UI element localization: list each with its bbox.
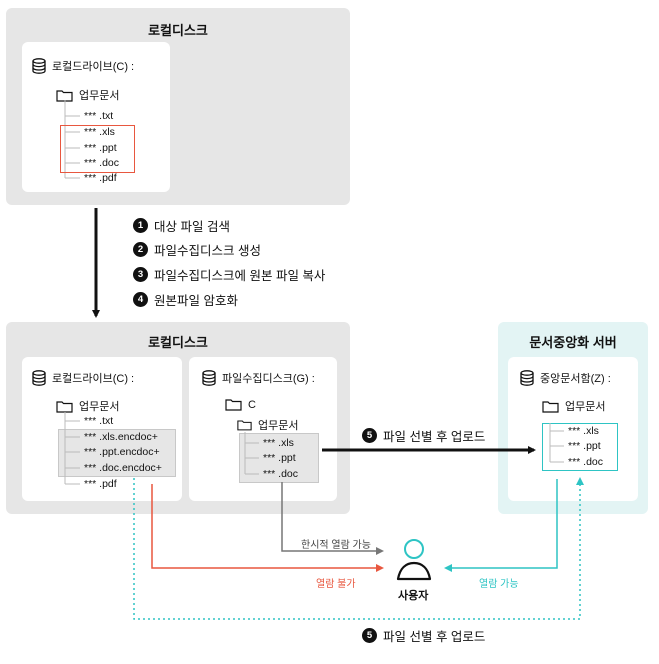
server-folder: 업무문서 bbox=[542, 398, 605, 414]
server-drive-label: 중앙문서함(Z) : bbox=[540, 373, 611, 385]
top-drive: 로컬드라이브(C) : bbox=[32, 58, 134, 74]
step-4: 4 원본파일 암호화 bbox=[133, 290, 238, 309]
server-tree-lines bbox=[549, 423, 564, 463]
upload-step-text: 파일 선별 후 업로드 bbox=[383, 430, 486, 444]
step-1: 1 대상 파일 검색 bbox=[133, 216, 230, 235]
bottom-folder-g-root-label: C bbox=[248, 398, 256, 411]
database-icon bbox=[32, 58, 46, 74]
top-panel-title: 로컬디스크 bbox=[148, 23, 208, 38]
upload-step-bottom-text: 파일 선별 후 업로드 bbox=[383, 630, 486, 644]
dotted-upload-path bbox=[133, 477, 584, 620]
user-label: 사용자 bbox=[398, 590, 429, 602]
top-drive-card: 로컬드라이브(C) : 업무문서 *** .txt *** .xls *** .… bbox=[22, 42, 170, 192]
upload-step-bottom: 5 파일 선별 후 업로드 bbox=[362, 626, 485, 645]
top-file-ppt: *** .ppt bbox=[84, 142, 117, 154]
database-icon bbox=[202, 370, 216, 386]
top-highlight-box bbox=[60, 125, 135, 173]
server-file-ppt: *** .ppt bbox=[568, 440, 601, 452]
bottom-c-tree-lines bbox=[64, 412, 80, 485]
server-folder-label: 업무문서 bbox=[565, 401, 606, 413]
top-local-disk-panel: 로컬디스크 로컬드라이브(C) : 업무문서 *** .txt *** .xls… bbox=[6, 8, 350, 205]
top-folder: 업무문서 bbox=[56, 87, 119, 103]
top-file-txt: *** .txt bbox=[84, 110, 114, 122]
bottom-folder-g-root: C bbox=[225, 398, 256, 411]
upload-step-badge: 5 bbox=[362, 428, 377, 443]
top-file-xls: *** .xls bbox=[84, 126, 115, 138]
top-file-pdf: *** .pdf bbox=[84, 172, 117, 184]
top-folder-label: 업무문서 bbox=[79, 90, 120, 102]
folder-icon bbox=[225, 399, 242, 411]
upload-step-bottom-badge: 5 bbox=[362, 628, 377, 643]
database-icon bbox=[520, 370, 534, 386]
folder-icon bbox=[56, 89, 73, 102]
bottom-panel-title: 로컬디스크 bbox=[148, 335, 208, 350]
database-icon bbox=[32, 370, 46, 386]
bottom-g-file-doc: *** .doc bbox=[263, 468, 299, 480]
denied-arrow bbox=[151, 484, 384, 572]
denied-label: 열람 불가 bbox=[316, 579, 356, 590]
server-files-box bbox=[542, 423, 618, 471]
step-3-badge: 3 bbox=[133, 267, 148, 282]
step-3-text: 파일수집디스크에 원본 파일 복사 bbox=[154, 269, 326, 283]
server-file-doc: *** .doc bbox=[568, 456, 604, 468]
bottom-c-file-pdf: *** .pdf bbox=[84, 478, 117, 490]
bottom-g-file-xls: *** .xls bbox=[263, 437, 294, 449]
bottom-folder-c-label: 업무문서 bbox=[79, 401, 120, 413]
bottom-g-file-ppt: *** .ppt bbox=[263, 452, 296, 464]
bottom-c-file-ppt: *** .ppt.encdoc+ bbox=[84, 446, 160, 458]
step-1-text: 대상 파일 검색 bbox=[154, 220, 230, 234]
temp-access-arrow bbox=[281, 482, 384, 555]
temp-access-label: 한시적 열람 가능 bbox=[301, 540, 371, 551]
step-2-text: 파일수집디스크 생성 bbox=[154, 244, 261, 258]
bottom-c-file-xls: *** .xls.encdoc+ bbox=[84, 431, 158, 443]
server-panel: 문서중앙화 서버 중앙문서함(Z) : 업무문서 *** .xls *** .p… bbox=[498, 322, 648, 514]
step-3: 3 파일수집디스크에 원본 파일 복사 bbox=[133, 265, 325, 284]
allowed-arrow bbox=[444, 479, 558, 572]
bottom-folder-g-label: 업무문서 bbox=[258, 420, 299, 432]
bottom-c-file-doc: *** .doc.encdoc+ bbox=[84, 462, 162, 474]
bottom-folder-g: 업무문서 bbox=[237, 417, 298, 433]
folder-icon bbox=[542, 400, 559, 413]
step-4-text: 원본파일 암호화 bbox=[154, 294, 238, 308]
upload-step: 5 파일 선별 후 업로드 bbox=[362, 426, 485, 445]
bottom-drive-c-card: 로컬드라이브(C) : 업무문서 *** .txt *** .xls.encdo… bbox=[22, 357, 182, 501]
bottom-folder-c: 업무문서 bbox=[56, 398, 119, 414]
allowed-label: 열람 가능 bbox=[479, 579, 519, 590]
top-file-doc: *** .doc bbox=[84, 157, 120, 169]
bottom-drive-c-label: 로컬드라이브(C) : bbox=[52, 373, 135, 385]
bottom-drive-g-label: 파일수집디스크(G) : bbox=[222, 373, 315, 385]
user-icon bbox=[396, 539, 432, 581]
step-4-badge: 4 bbox=[133, 292, 148, 307]
top-drive-label: 로컬드라이브(C) : bbox=[52, 61, 135, 73]
bottom-c-file-txt: *** .txt bbox=[84, 415, 114, 427]
step-1-badge: 1 bbox=[133, 218, 148, 233]
step-2-badge: 2 bbox=[133, 242, 148, 257]
bottom-drive-c: 로컬드라이브(C) : bbox=[32, 370, 134, 386]
bottom-drive-g-card: 파일수집디스크(G) : C 업무문서 *** .xls *** .ppt **… bbox=[189, 357, 337, 501]
step-2: 2 파일수집디스크 생성 bbox=[133, 240, 261, 259]
server-drive: 중앙문서함(Z) : bbox=[520, 370, 611, 386]
bottom-local-disk-panel: 로컬디스크 로컬드라이브(C) : 업무문서 *** .txt *** .xls… bbox=[6, 322, 350, 514]
folder-icon bbox=[237, 420, 252, 431]
server-drive-card: 중앙문서함(Z) : 업무문서 *** .xls *** .ppt *** .d… bbox=[508, 357, 638, 501]
server-file-xls: *** .xls bbox=[568, 425, 599, 437]
top-tree-lines bbox=[64, 100, 80, 179]
bottom-drive-g: 파일수집디스크(G) : bbox=[202, 370, 315, 386]
folder-icon bbox=[56, 400, 73, 413]
bottom-g-tree-lines bbox=[244, 432, 259, 475]
server-panel-title: 문서중앙화 서버 bbox=[529, 335, 617, 350]
